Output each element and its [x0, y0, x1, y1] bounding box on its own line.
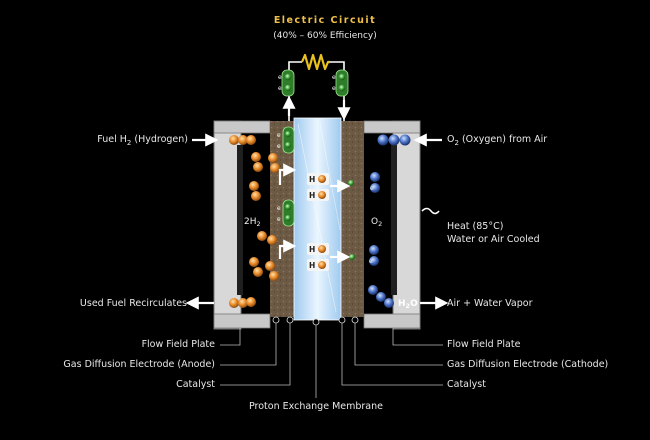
electron-label: e — [332, 74, 336, 81]
electron-label: e — [277, 205, 281, 212]
anode-flow-field-plate — [213, 120, 271, 330]
electron-label: e — [332, 85, 336, 92]
cooling-label: Water or Air Cooled — [447, 234, 540, 245]
oxygen-inlet-label: O2 (Oxygen) from Air — [447, 134, 548, 147]
proton-label: H — [309, 191, 315, 200]
proton-icon — [307, 173, 329, 271]
cathode-flow-field-plate — [363, 120, 421, 330]
circuit-efficiency: (40% – 60% Efficiency) — [273, 31, 377, 41]
resistor-icon — [300, 53, 330, 71]
cathode-label: Gas Diffusion Electrode (Cathode) — [447, 359, 609, 370]
proton-label: H — [309, 245, 315, 254]
air-water-label: Air + Water Vapor — [447, 298, 533, 309]
catalyst-right-label: Catalyst — [447, 379, 486, 390]
electron-label: e — [278, 85, 282, 92]
cathode-electrode — [341, 121, 364, 317]
oxygen-molecule-icon — [368, 134, 411, 308]
electron-icon — [281, 69, 355, 260]
fuel-inlet-label: Fuel H2 (Hydrogen) — [97, 134, 188, 147]
proton-label: H — [309, 175, 315, 184]
h2-inner-label: 2H2 — [244, 217, 261, 228]
heat-wave-icon — [421, 207, 440, 215]
flow-field-plate-left-label: Flow Field Plate — [141, 339, 215, 350]
electron-label: e — [278, 74, 282, 81]
electron-label: e — [277, 143, 281, 150]
circuit-title: Electric Circuit — [273, 15, 377, 26]
leader-lines — [220, 323, 443, 398]
catalyst-left-label: Catalyst — [176, 379, 215, 390]
membrane-label: Proton Exchange Membrane — [248, 401, 383, 412]
heat-label: Heat (85°C) — [447, 221, 504, 232]
anode-label: Gas Diffusion Electrode (Anode) — [63, 359, 215, 370]
o2-inner-label: O2 — [371, 217, 382, 228]
arrow-icon — [185, 95, 449, 310]
electron-label: e — [277, 132, 281, 139]
catalyst-dots — [272, 316, 359, 326]
electron-label: e — [277, 216, 281, 223]
used-fuel-label: Used Fuel Recirculates — [79, 298, 187, 309]
electron-label: e — [370, 185, 374, 192]
flow-field-plate-right-label: Flow Field Plate — [447, 339, 521, 350]
electron-label: e — [369, 258, 373, 265]
proton-label: H — [309, 261, 315, 270]
water-inner-label: H2O — [398, 299, 418, 310]
proton-exchange-membrane — [293, 117, 342, 321]
hydrogen-molecule-icon — [229, 135, 280, 308]
